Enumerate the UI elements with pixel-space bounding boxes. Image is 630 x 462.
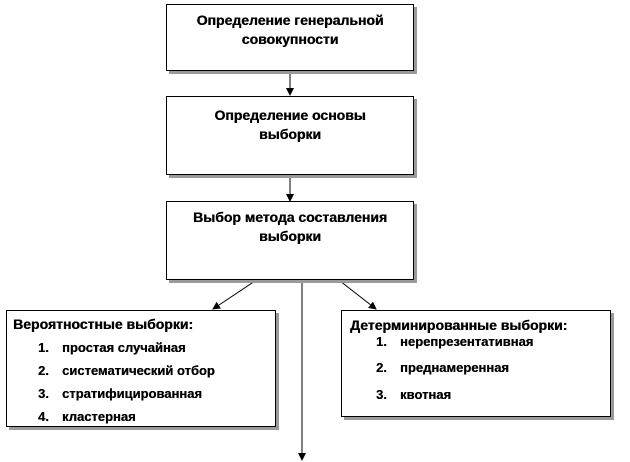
deterministic-samples-title: Детерминированные выборки: xyxy=(350,317,568,333)
list-item: 4.кластерная xyxy=(38,409,136,424)
step-title: Определение основы выборки xyxy=(214,107,366,142)
list-item: 2.систематический отбор xyxy=(38,363,215,378)
step-box-sampling-frame: Определение основы выборки xyxy=(166,96,414,175)
step-box-method: Выбор метода составления выборки xyxy=(166,201,414,280)
arrow-to-left-box xyxy=(212,280,256,310)
list-item: 1.простая случайная xyxy=(38,340,186,355)
step-title: Определение генеральной совокупности xyxy=(196,12,384,47)
deterministic-samples-box: Детерминированные выборки: 1.нерепрезент… xyxy=(341,310,611,417)
list-item: 1.нерепрезентативная xyxy=(376,334,534,349)
probability-samples-box: Вероятностные выборки: 1.простая случайн… xyxy=(6,310,276,427)
step-box-population: Определение генеральной совокупности xyxy=(166,4,414,71)
probability-samples-title: Вероятностные выборки: xyxy=(13,316,193,332)
list-item: 2.преднамеренная xyxy=(376,360,509,375)
list-item: 3.стратифицированная xyxy=(38,386,202,401)
list-item: 3.квотная xyxy=(376,387,451,402)
step-title: Выбор метода составления выборки xyxy=(193,209,387,244)
arrow-to-right-box xyxy=(339,280,377,310)
